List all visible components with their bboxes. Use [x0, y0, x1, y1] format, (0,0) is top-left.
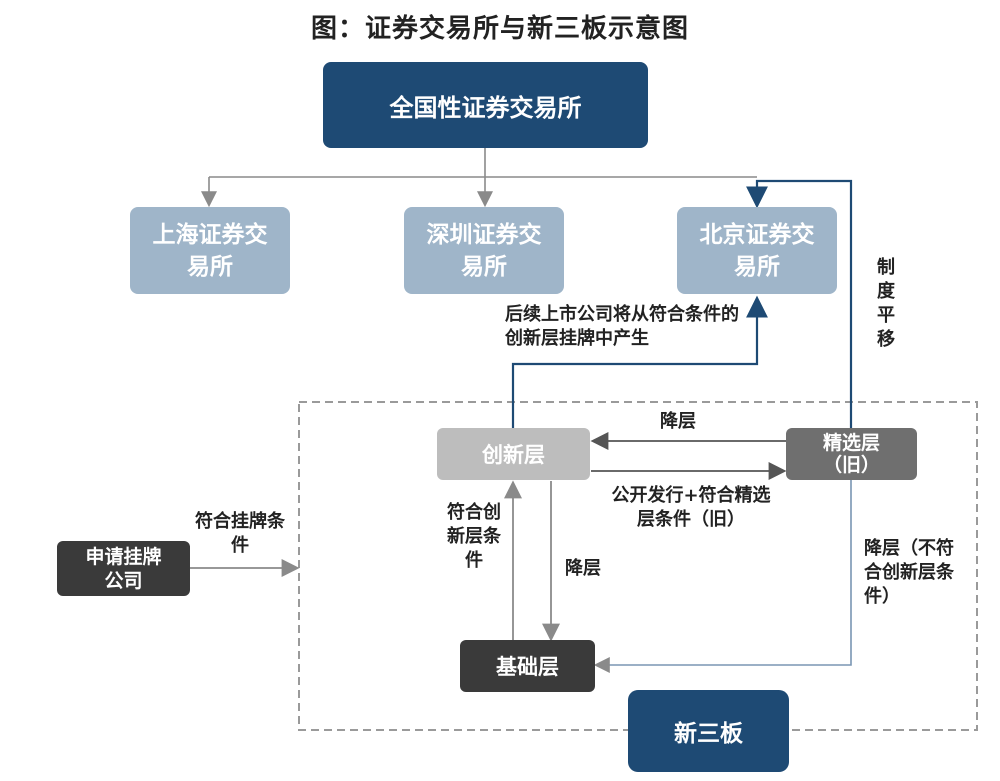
- meet-listing-label: 符合挂牌条件: [195, 511, 285, 556]
- future-listing-label: 后续上市公司将从符合条件的创新层挂牌中产生: [505, 304, 739, 349]
- neeq-box: 新三板: [628, 690, 789, 772]
- arrow-select-to-base: [593, 479, 852, 673]
- select-layer-box: 精选层（旧）: [786, 428, 917, 480]
- institution-parallel-label: 制度平移: [877, 257, 895, 350]
- downgrade-top-label: 降层: [660, 411, 696, 432]
- applicant-company-box: 申请挂牌公司: [57, 541, 190, 596]
- beijing-exchange-box: 北京证券交易所: [677, 207, 837, 294]
- downgrade-mid-label: 降层: [565, 558, 601, 579]
- shanghai-exchange-box: 上海证券交易所: [130, 207, 290, 294]
- arrow-select-to-beijing: [746, 179, 853, 430]
- downgrade-right-label: 降层（不符合创新层条件）: [864, 538, 954, 607]
- diagram-title: 图：证券交易所与新三板示意图: [310, 14, 689, 44]
- public-offer-label: 公开发行+符合精选层条件（旧）: [611, 485, 771, 530]
- arrow-innovation-to-beijing: [511, 295, 768, 430]
- national-exchange-box: 全国性证券交易所: [323, 62, 648, 148]
- national-connector: [209, 148, 757, 178]
- shenzhen-exchange-box: 深圳证券交易所: [404, 207, 564, 294]
- base-layer-box: 基础层: [460, 640, 595, 692]
- innovation-layer-box: 创新层: [437, 428, 590, 480]
- meet-innovation-label: 符合创新层条件: [447, 502, 501, 571]
